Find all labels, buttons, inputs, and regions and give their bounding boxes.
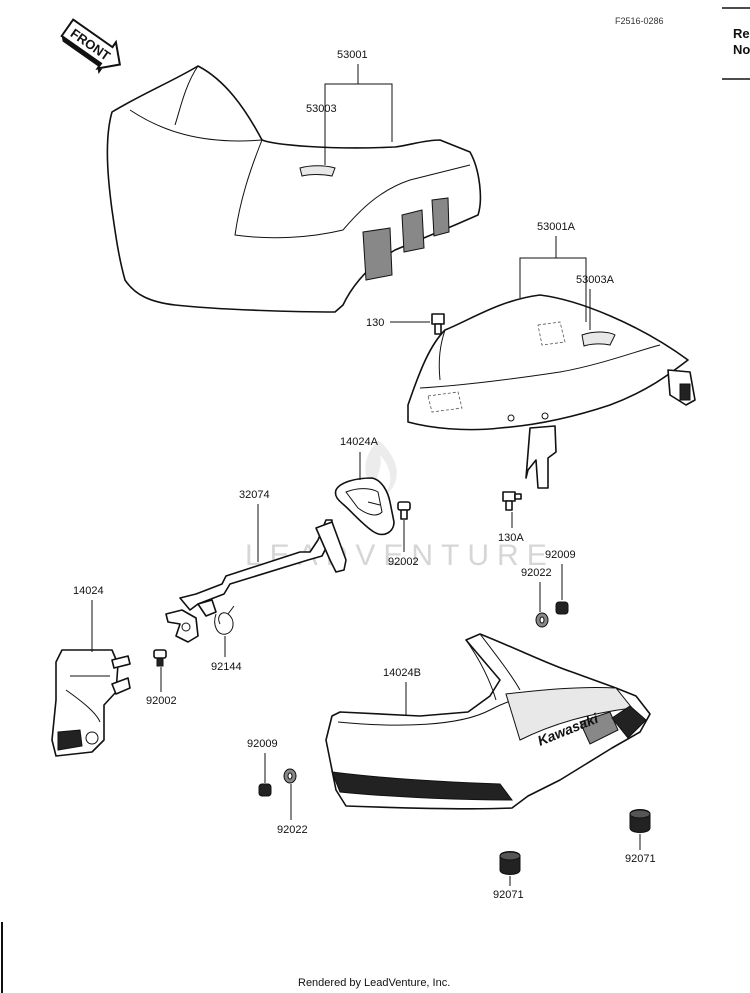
header-fragment-line2: No	[733, 42, 750, 57]
callout-14024: 14024	[73, 585, 104, 652]
label-92022-right: 92022	[521, 567, 552, 579]
washer-92022-right	[535, 612, 549, 628]
screw-92002-upper	[397, 501, 411, 520]
seat-cowl-53001A	[407, 294, 696, 489]
callout-53003A: 53003A	[576, 274, 615, 330]
washer-92022-lower	[283, 768, 297, 784]
header-fragment: Re No	[722, 7, 750, 80]
label-130A: 130A	[498, 532, 524, 544]
callout-92071-lower: 92071	[493, 876, 524, 901]
seat-53001	[106, 65, 482, 313]
cover-14024	[51, 649, 131, 757]
label-92144: 92144	[211, 661, 242, 673]
label-32074: 32074	[239, 489, 270, 501]
cover-14024B: Kawasaki	[325, 633, 651, 810]
callout-92022-right: 92022	[521, 567, 552, 612]
label-14024B: 14024B	[383, 667, 421, 679]
callout-53001: 53001	[324, 49, 393, 142]
callout-92022-lower: 92022	[277, 784, 308, 836]
callout-92071-right: 92071	[625, 834, 656, 865]
footer-text: Rendered by LeadVenture, Inc.	[298, 977, 450, 989]
bolt-92009-lower	[258, 783, 272, 797]
label-130: 130	[366, 317, 384, 329]
label-92002-lower: 92002	[146, 695, 177, 707]
label-53003: 53003	[306, 103, 337, 115]
callout-92009-right: 92009	[545, 549, 576, 600]
callout-130: 130	[366, 317, 430, 329]
label-92071-right: 92071	[625, 853, 656, 865]
label-53003A: 53003A	[576, 274, 615, 286]
callout-53003: 53003	[306, 103, 337, 165]
bolt-92009-right	[555, 601, 569, 615]
bolt-130A	[502, 491, 522, 511]
label-92022-lower: 92022	[277, 824, 308, 836]
label-53001: 53001	[337, 49, 368, 61]
bolt-130	[431, 313, 445, 335]
callout-53001A: 53001A	[519, 221, 587, 322]
callout-92002-upper: 92002	[388, 520, 419, 568]
grommet-92071-lower	[499, 851, 521, 875]
front-arrow-icon: FRONT	[60, 18, 122, 75]
label-14024: 14024	[73, 585, 104, 597]
rod-32074	[165, 519, 347, 643]
callout-92009-lower: 92009	[247, 738, 278, 783]
header-fragment-line1: Re	[733, 26, 750, 41]
label-92002-upper: 92002	[388, 556, 419, 568]
label-53001A: 53001A	[537, 221, 576, 233]
callout-14024B: 14024B	[383, 667, 421, 716]
callout-92002-lower: 92002	[146, 667, 177, 707]
drawing-code: F2516-0286	[615, 16, 664, 26]
grommet-92071-right	[629, 809, 651, 833]
label-14024A: 14024A	[340, 436, 379, 448]
spring-92144	[214, 605, 235, 635]
label-92071-lower: 92071	[493, 889, 524, 901]
bracket-14024A	[334, 477, 395, 536]
callout-32074: 32074	[239, 489, 270, 562]
callout-14024A: 14024A	[340, 436, 379, 480]
callout-92144: 92144	[211, 636, 242, 673]
label-92009-lower: 92009	[247, 738, 278, 750]
callout-130A: 130A	[498, 512, 524, 544]
label-92009-right: 92009	[545, 549, 576, 561]
screw-92002-lower	[153, 649, 167, 667]
